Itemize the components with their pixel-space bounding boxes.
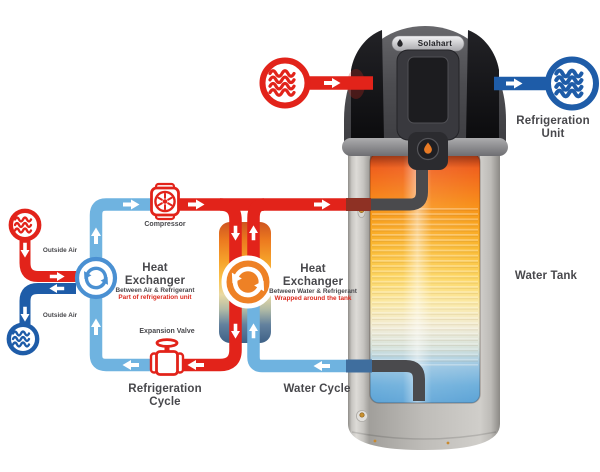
base-screw <box>446 441 450 445</box>
hot-water-pipe <box>247 198 265 306</box>
compressor-icon <box>150 182 180 221</box>
water-cycle-label: Water Cycle <box>283 383 351 395</box>
outside-air-in-pipe <box>19 238 76 282</box>
brand-drop-icon <box>397 39 403 47</box>
water-hx-subtitle: Between Water & Refrigerant <box>269 288 357 295</box>
water-hx-title: Heat Exchanger <box>282 263 344 288</box>
refrigeration-cycle-label: Refrigeration Cycle <box>128 383 202 408</box>
water-hx-note: Wrapped around the tank <box>274 295 352 302</box>
compressor-label: Compressor <box>144 221 186 228</box>
outside-air-warm-icon <box>8 208 42 242</box>
air-hx-subtitle: Between Air & Refrigerant <box>115 287 195 294</box>
air-heat-exchanger-icon <box>74 256 118 300</box>
expansion-valve-icon <box>149 338 185 376</box>
expansion-valve-label: Expansion Valve <box>139 328 195 335</box>
internal-cold-water-pipe <box>370 360 425 401</box>
brand-label: Solahart <box>417 39 453 48</box>
cold-water-pipe <box>247 302 348 373</box>
window-sheen <box>370 153 480 403</box>
internal-hot-water-pipe <box>368 148 428 211</box>
outside-air-out-label: Outside Air <box>42 312 78 319</box>
outside-air-out-pipe <box>19 283 76 326</box>
cool-air-exhaust-icon <box>494 56 599 111</box>
tank-fitting-bottom <box>355 409 369 423</box>
water-tank <box>342 26 508 450</box>
air-vent-right <box>466 30 499 140</box>
air-hx-note: Part of refrigeration unit <box>118 294 192 301</box>
refrigerant-hot-pipe-block <box>174 198 242 372</box>
water-tank-label: Water Tank <box>514 270 578 282</box>
water-heat-exchanger-icon <box>221 255 275 309</box>
refrigeration-unit-label: Refrigeration Unit <box>516 115 590 140</box>
outside-air-cool-icon <box>6 322 40 356</box>
air-hx-title: Heat Exchanger <box>124 262 186 287</box>
outside-air-in-label: Outside Air <box>42 247 78 254</box>
base-screw <box>373 439 377 443</box>
round-badge <box>416 137 440 161</box>
console-screen <box>407 56 449 124</box>
warm-air-intake-icon <box>259 57 373 109</box>
tank-base-seam <box>351 431 497 440</box>
